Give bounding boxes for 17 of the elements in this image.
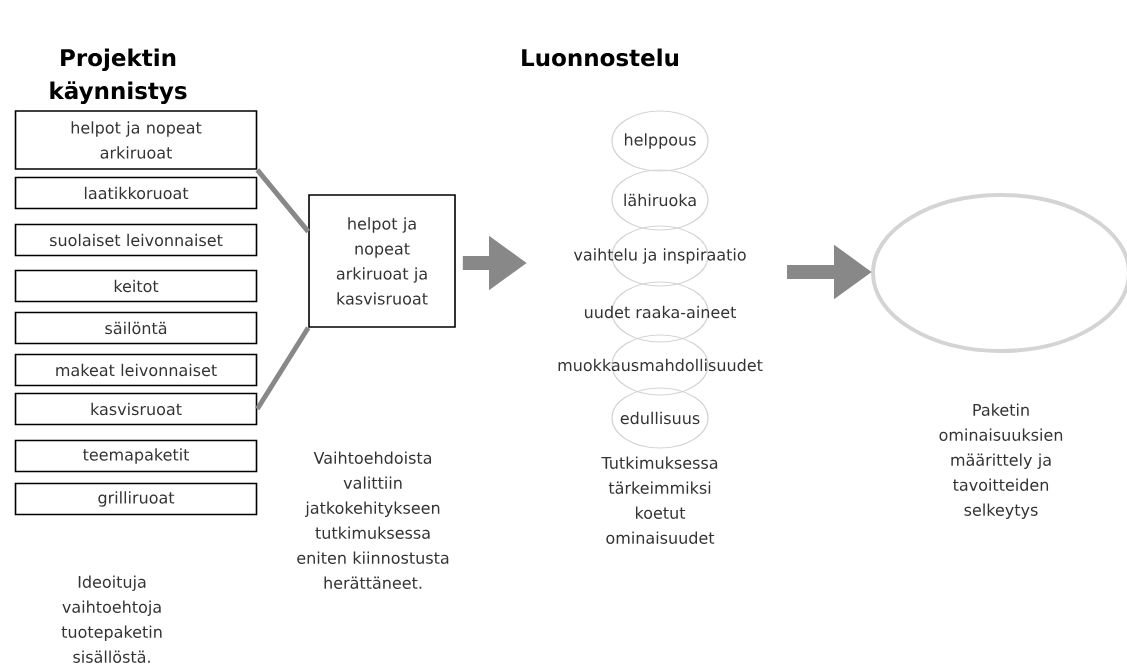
section-heading: Luonnostelu <box>522 48 679 67</box>
option-box: helpot ja nopeat arkiruoat <box>14 110 258 170</box>
option-box: suolaiset leivonnaiset <box>14 223 258 257</box>
description-text: Tutkimuksessa tärkeimmiksi koetut ominaisuudet <box>601 456 718 544</box>
option-box: kasvisruoat <box>14 392 258 426</box>
option-box: laatikkoruoat <box>14 176 258 210</box>
option-box: grilliruoat <box>14 482 258 516</box>
option-box: säilöntä <box>14 311 258 345</box>
option-box: teemapaketit <box>14 439 258 473</box>
option-box: keitot <box>14 269 258 303</box>
connector-line <box>255 326 311 411</box>
goal-caption: Paketin ominaisuuksien määrittely ja tavoitteiden selkeytys <box>939 403 1063 519</box>
connector-line <box>255 168 311 234</box>
description-text: Vaihtoehdoista valittiin jatkokehitykseen tutkimuksessa eniten kiinnostusta herättäneet. <box>297 451 449 589</box>
option-box: makeat leivonnaiset <box>14 353 258 387</box>
selection-box: helpot ja nopeat arkiruoat ja kasvisruoat <box>308 194 456 328</box>
description-text: Ideoituja vaihtoehtoja tuotepaketin sisällöstä. <box>61 575 162 663</box>
